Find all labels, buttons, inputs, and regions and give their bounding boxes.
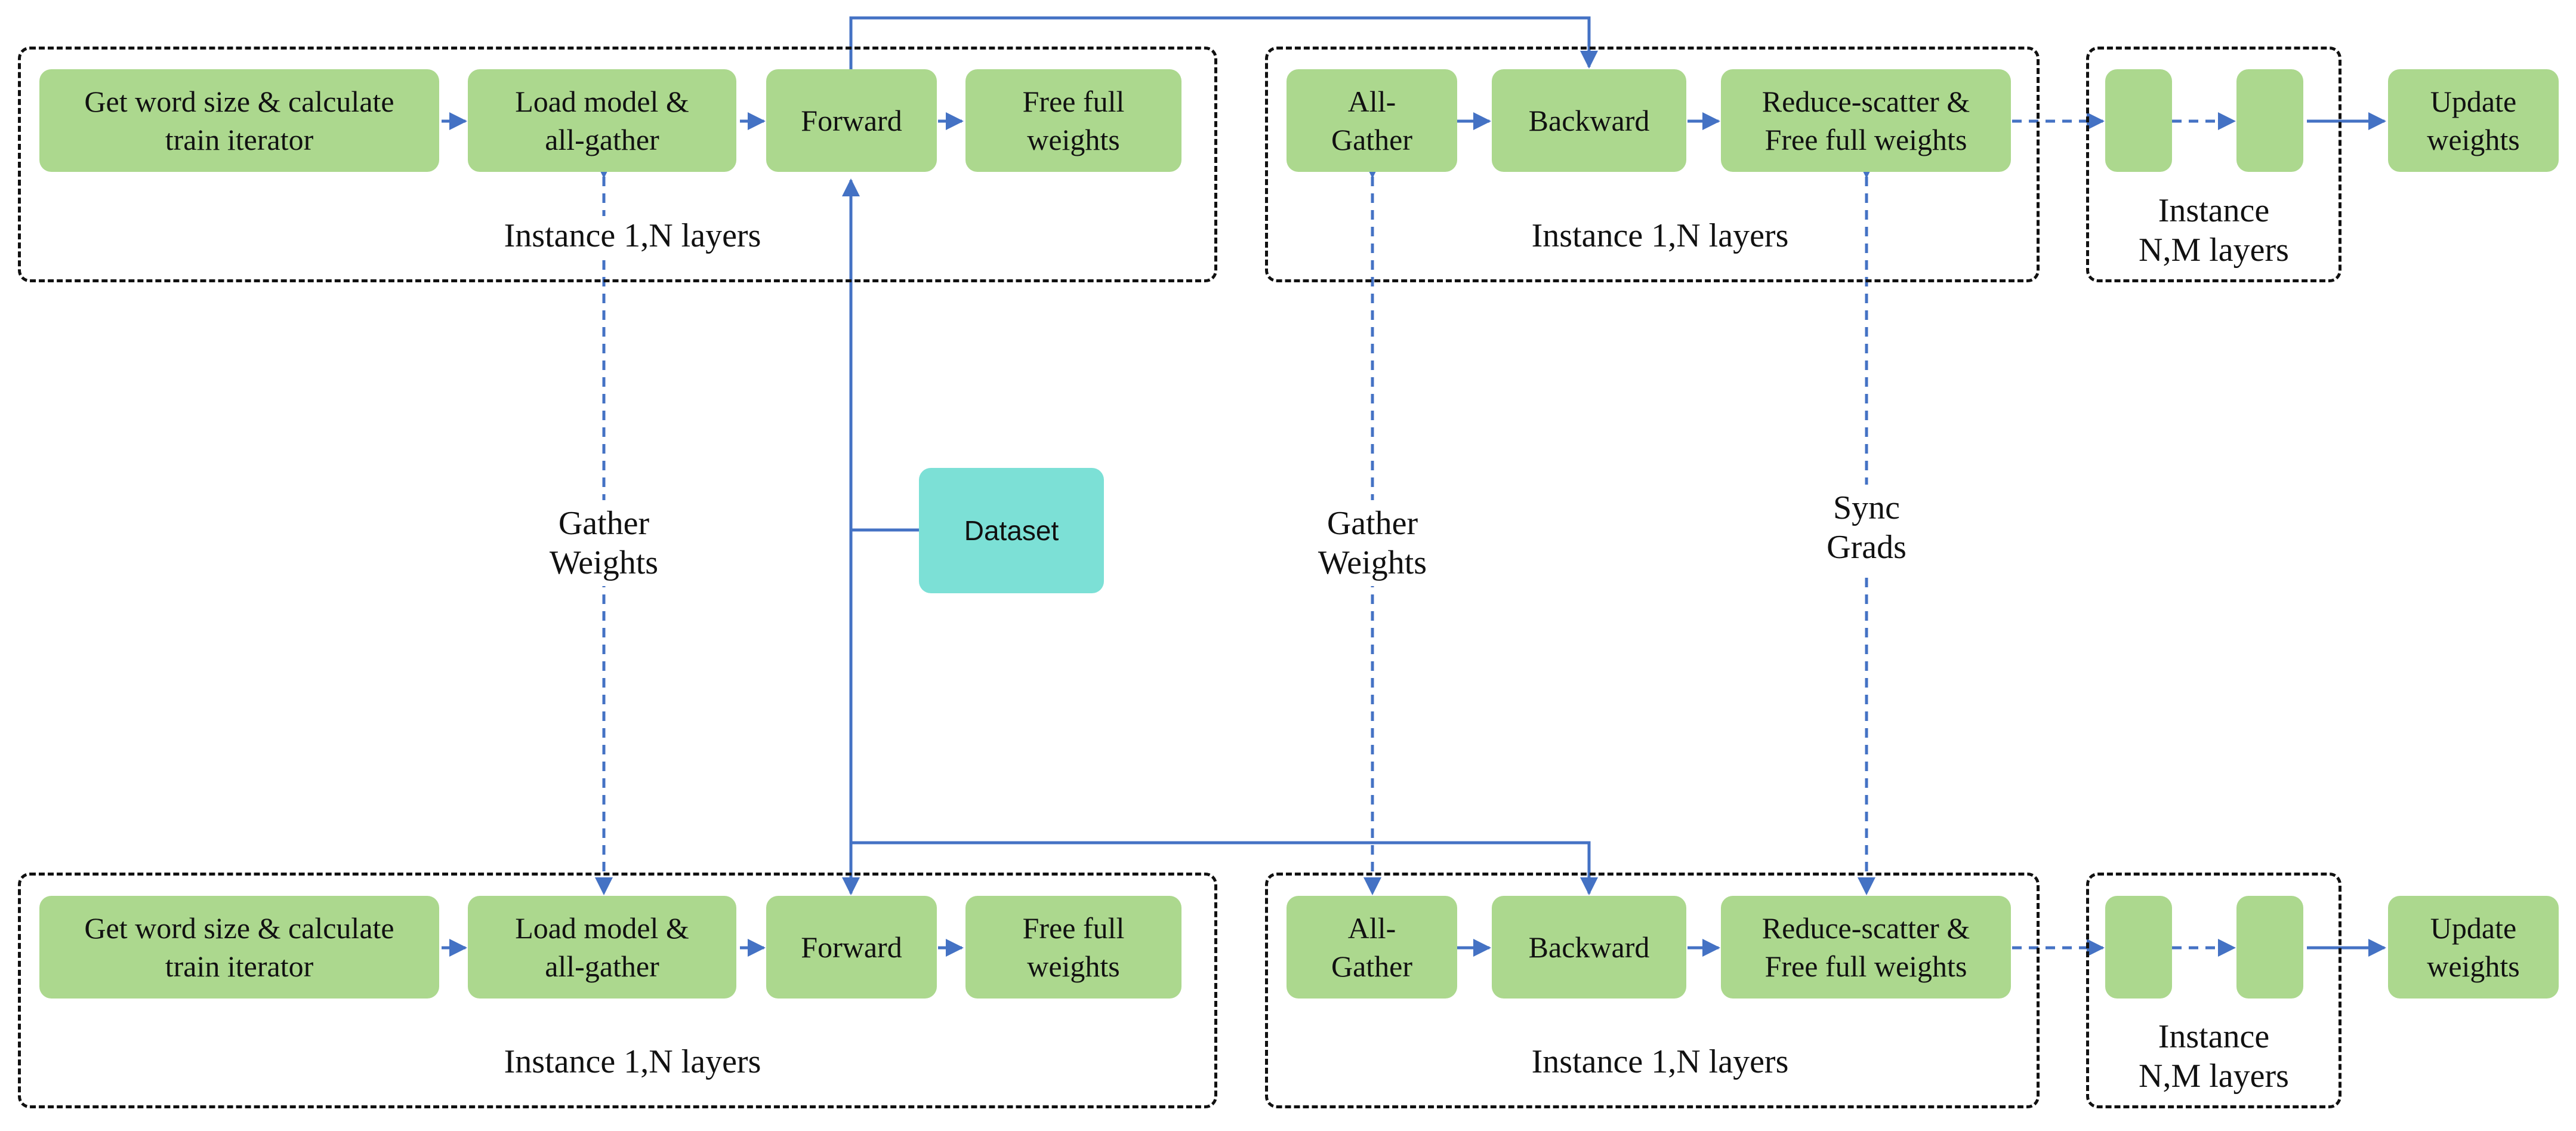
bottom-group-instance-3 (2086, 873, 2341, 1108)
bottom-small-layer-node-2 (2236, 896, 2303, 999)
top-reduce-scatter-node: Reduce-scatter &Free full weights (1721, 69, 2011, 172)
top-group-instance-2 (1265, 47, 2040, 282)
bottom-group-1-label: Instance 1,N layers (454, 1042, 812, 1081)
bottom-backward-node: Backward (1492, 896, 1686, 999)
sync-grads-label: Sync Grads (1795, 485, 1938, 571)
dataset-node: Dataset (919, 468, 1104, 593)
bottom-group-3-label: Instance N,M layers (2139, 1018, 2289, 1095)
bottom-group-instance-2 (1265, 873, 2040, 1108)
bottom-all-gather-node: All-Gather (1287, 896, 1457, 999)
bottom-reduce-scatter-node: Reduce-scatter &Free full weights (1721, 896, 2011, 999)
top-load-model-node: Load model &all-gather (468, 69, 736, 172)
gather-weights-label-1: Gather Weights (514, 500, 693, 586)
gather-weights-label-2: Gather Weights (1283, 500, 1462, 586)
bottom-load-model-node: Load model &all-gather (468, 896, 736, 999)
bottom-group-2-label: Instance 1,N layers (1481, 1042, 1839, 1081)
top-all-gather-node: All-Gather (1287, 69, 1457, 172)
bottom-group-instance-1 (18, 873, 1217, 1108)
top-group-instance-3 (2086, 47, 2341, 282)
top-group-1-label: Instance 1,N layers (454, 216, 812, 255)
top-forward-node: Forward (766, 69, 937, 172)
top-group-instance-1 (18, 47, 1217, 282)
top-group-2-label: Instance 1,N layers (1481, 216, 1839, 255)
top-small-layer-node-2 (2236, 69, 2303, 172)
arrow-dataset-backward-bottom (851, 841, 1598, 895)
top-backward-node: Backward (1492, 69, 1686, 172)
top-small-layer-node-1 (2105, 69, 2172, 172)
arrow-top-forward-backward-loop (849, 16, 1598, 69)
top-group-3-label: Instance N,M layers (2139, 192, 2289, 269)
bottom-forward-node: Forward (766, 896, 937, 999)
bottom-small-layer-node-1 (2105, 896, 2172, 999)
